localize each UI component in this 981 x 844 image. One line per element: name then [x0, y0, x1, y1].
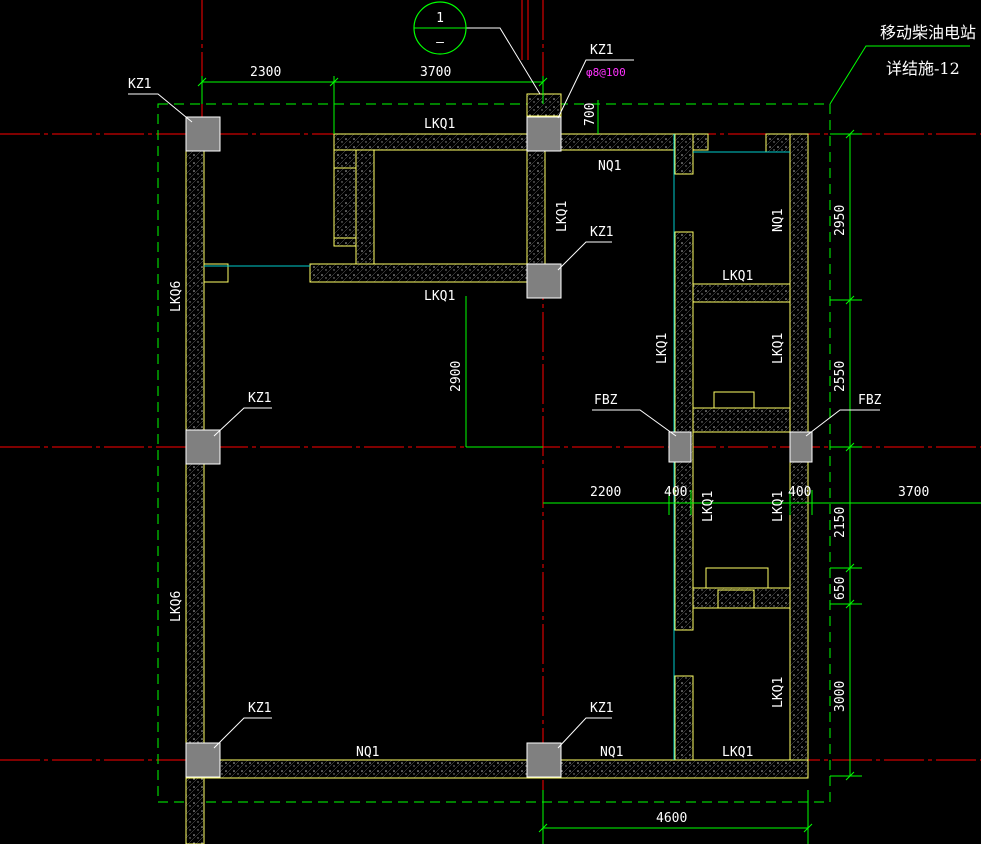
label-lkq1-right-a: LKQ1	[722, 269, 753, 284]
label-kz1-f: KZ1	[590, 701, 613, 716]
dim-2550: 2550	[833, 361, 848, 392]
dim-400-right: 400	[788, 485, 811, 500]
label-kz1-d: KZ1	[248, 391, 271, 406]
title-leader	[829, 45, 970, 105]
label-kz1-c: KZ1	[590, 225, 613, 240]
inner-lines	[203, 167, 769, 609]
label-lkq1-mid: LKQ1	[424, 289, 455, 304]
label-nq1-right: NQ1	[771, 209, 786, 232]
label-lkq1-right-b: LKQ1	[771, 333, 786, 364]
label-lkq1-right-d: LKQ1	[771, 677, 786, 708]
dim-2950: 2950	[833, 205, 848, 236]
column-kz1-e	[185, 742, 221, 778]
column-kz1-a	[185, 116, 221, 152]
title-line-1: 移动柴油电站	[880, 23, 976, 42]
dim-2150: 2150	[833, 507, 848, 538]
dim-400-left: 400	[664, 485, 687, 500]
dimension-lines	[197, 76, 981, 844]
column-kz1-c	[526, 263, 562, 299]
dim-3700-right: 3700	[898, 485, 929, 500]
label-nq1-bottom-right: NQ1	[600, 745, 623, 760]
label-lkq6-upper: LKQ6	[169, 281, 184, 312]
section-marker-top: 1	[436, 11, 444, 26]
label-lkq1-top: LKQ1	[424, 117, 455, 132]
rebar-note: φ8@100	[586, 66, 626, 79]
label-fbz-b: FBZ	[858, 393, 882, 408]
label-kz1-e: KZ1	[248, 701, 271, 716]
dim-650: 650	[833, 577, 848, 600]
label-lkq6-lower: LKQ6	[169, 591, 184, 622]
column-fbz-b	[789, 431, 813, 463]
dim-700: 700	[583, 103, 598, 126]
title-line-2: 详结施-12	[886, 59, 960, 78]
section-marker-bottom: —	[436, 35, 444, 50]
dim-3700-top: 3700	[420, 65, 451, 80]
label-lkq1-inner-a: LKQ1	[655, 333, 670, 364]
boundary-dashed	[157, 103, 831, 803]
label-kz1-b: KZ1	[590, 43, 613, 58]
column-kz1-b	[526, 116, 562, 152]
dim-2900: 2900	[449, 361, 464, 392]
column-fbz-a	[668, 431, 692, 463]
label-kz1-a: KZ1	[128, 77, 151, 92]
leaders	[128, 27, 880, 749]
dim-4600: 4600	[656, 811, 687, 826]
label-lkq1-right-c: LKQ1	[771, 491, 786, 522]
label-lkq1-vertical-mid: LKQ1	[555, 201, 570, 232]
dim-2200: 2200	[590, 485, 621, 500]
walls	[185, 133, 809, 844]
dim-2300: 2300	[250, 65, 281, 80]
dim-3000: 3000	[833, 681, 848, 712]
label-lkq1-inner-b: LKQ1	[701, 491, 716, 522]
label-lkq1-bottom-right: LKQ1	[722, 745, 753, 760]
columns	[185, 93, 813, 778]
section-marker	[413, 1, 467, 55]
column-kz1-f	[526, 742, 562, 778]
label-nq1-top: NQ1	[598, 159, 621, 174]
label-nq1-bottom-left: NQ1	[356, 745, 379, 760]
label-fbz-a: FBZ	[594, 393, 618, 408]
